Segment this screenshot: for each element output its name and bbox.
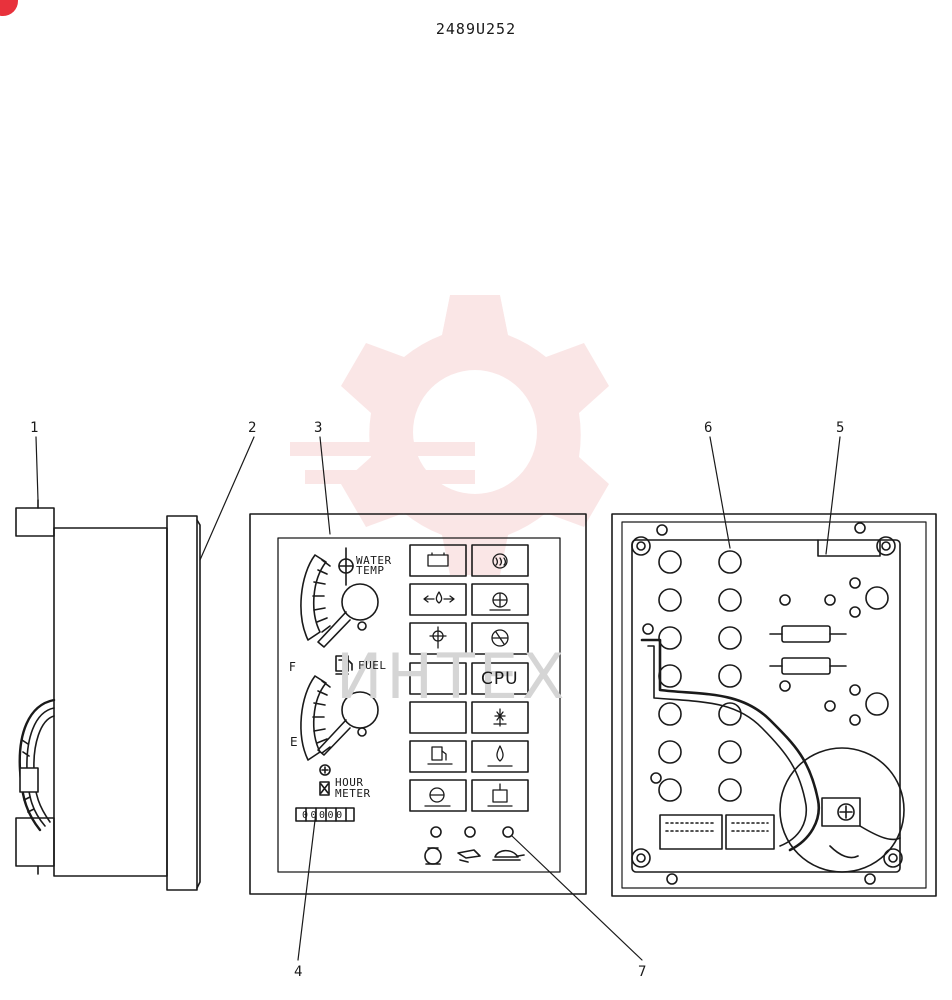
callout-5: 5: [836, 420, 845, 436]
front-panel: [249, 513, 587, 895]
gauge-empty-label: E: [290, 735, 298, 749]
gauge-full-label: F: [289, 660, 296, 674]
callout-2: 2: [248, 420, 257, 436]
callout-6: 6: [704, 420, 713, 436]
water-label: WATER: [356, 554, 392, 567]
temp-label: TEMP: [356, 564, 385, 577]
indicator-lamp-grid: [409, 544, 529, 812]
callout-4: 4: [294, 964, 303, 980]
watermark-text: ИНТЕХ: [336, 640, 569, 713]
bulb-sockets: [658, 550, 889, 802]
callout-7: 7: [638, 964, 647, 980]
callout-1: 1: [30, 420, 39, 436]
hour-label: HOUR: [335, 776, 364, 789]
nuts: [779, 577, 861, 726]
water-temp-gauge-icon: [300, 547, 379, 648]
cpu-label: CPU: [481, 669, 519, 689]
rear-panel-view: [611, 513, 937, 897]
meter-label: METER: [335, 787, 371, 800]
callout-3: 3: [314, 420, 323, 436]
housing-side-view: [15, 499, 201, 891]
mode-leds: [424, 826, 525, 865]
document-code: 2489U252: [435, 20, 517, 38]
hour-meter-digits: 00000: [302, 810, 345, 821]
watermark-gear-icon: [290, 295, 609, 575]
indicator-symbols: [423, 552, 513, 807]
leader-lines: [35, 436, 841, 961]
fuel-label: FUEL: [358, 659, 387, 672]
fuel-gauge-icon: [300, 655, 379, 761]
